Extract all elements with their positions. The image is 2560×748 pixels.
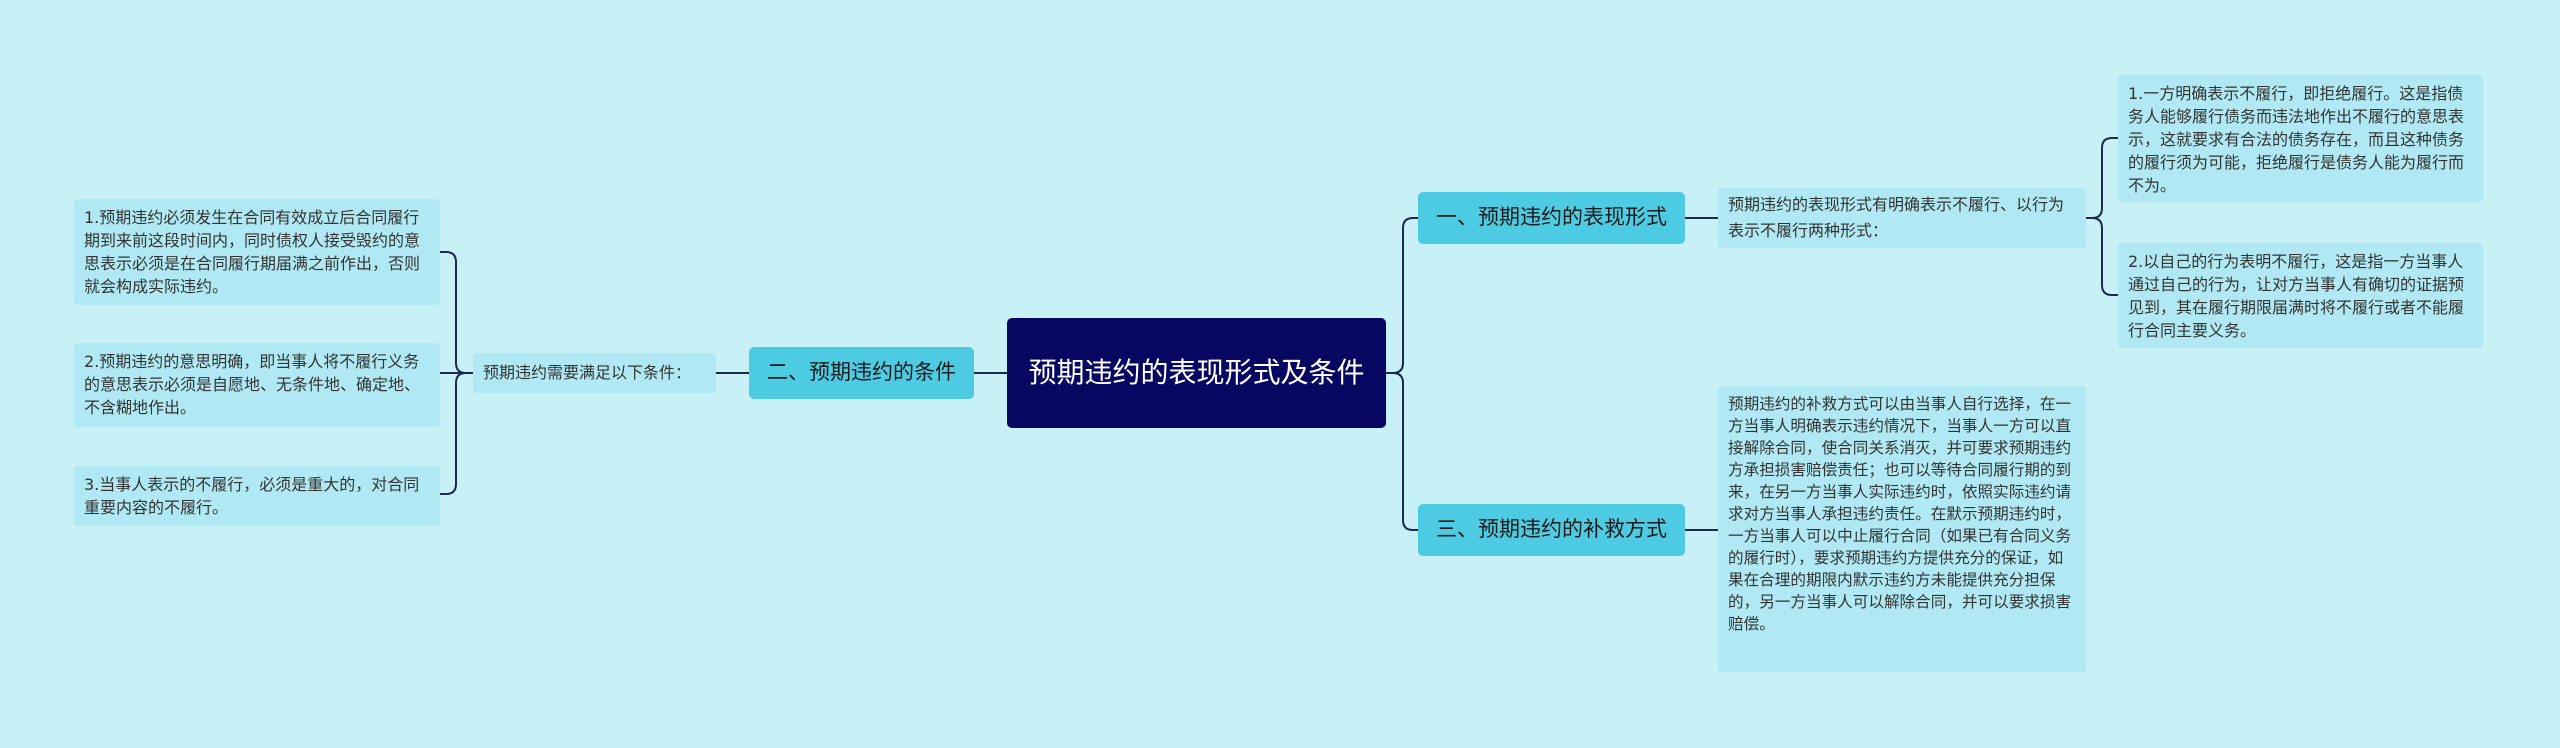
- condition-item-1[interactable]: 1.预期违约必须发生在合同有效成立后合同履行期到来前这段时间内，同时债权人接受毁…: [74, 199, 440, 305]
- branch-expression-forms-label: 一、预期违约的表现形式: [1436, 205, 1667, 229]
- expression-form-item-1-text: 1.一方明确表示不履行，即拒绝履行。这是指债务人能够履行债务而违法地作出不履行的…: [2128, 84, 2465, 195]
- condition-item-2-text: 2.预期违约的意思明确，即当事人将不履行义务的意思表示必须是自愿地、无条件地、确…: [84, 352, 421, 417]
- condition-item-3-text: 3.当事人表示的不履行，必须是重大的，对合同重要内容的不履行。: [84, 475, 420, 517]
- branch-conditions[interactable]: 二、预期违约的条件: [749, 347, 974, 399]
- branch-remedies[interactable]: 三、预期违约的补救方式: [1418, 504, 1685, 556]
- connector-root-b1: [1385, 217, 1419, 374]
- branch-expression-forms[interactable]: 一、预期违约的表现形式: [1418, 192, 1685, 244]
- connector-b1desc-leaf1: [2085, 137, 2119, 219]
- expression-form-item-2[interactable]: 2.以自己的行为表明不履行，这是指一方当事人通过自己的行为，让对方当事人有确切的…: [2118, 243, 2483, 348]
- condition-item-2[interactable]: 2.预期违约的意思明确，即当事人将不履行义务的意思表示必须是自愿地、无条件地、确…: [74, 343, 440, 427]
- branch-conditions-label: 二、预期违约的条件: [767, 360, 956, 384]
- connector-b2desc-leaf1: [439, 251, 474, 374]
- expression-form-item-1[interactable]: 1.一方明确表示不履行，即拒绝履行。这是指债务人能够履行债务而违法地作出不履行的…: [2118, 75, 2483, 202]
- conditions-description[interactable]: 预期违约需要满足以下条件：: [473, 353, 716, 393]
- condition-item-3[interactable]: 3.当事人表示的不履行，必须是重大的，对合同重要内容的不履行。: [74, 466, 440, 526]
- root-title: 预期违约的表现形式及条件: [1028, 356, 1365, 389]
- connector-b2desc-leaf3: [439, 372, 474, 495]
- expression-form-item-2-text: 2.以自己的行为表明不履行，这是指一方当事人通过自己的行为，让对方当事人有确切的…: [2128, 252, 2465, 340]
- root-topic[interactable]: 预期违约的表现形式及条件: [1007, 318, 1386, 428]
- connector-root-b3: [1385, 372, 1419, 531]
- remedies-description-text: 预期违约的补救方式可以由当事人自行选择，在一方当事人明确表示违约情况下，当事人一…: [1728, 395, 2072, 633]
- branch-remedies-label: 三、预期违约的补救方式: [1436, 517, 1667, 541]
- expression-forms-description-text: 预期违约的表现形式有明确表示不履行、以行为表示不履行两种形式：: [1728, 195, 2065, 240]
- condition-item-1-text: 1.预期违约必须发生在合同有效成立后合同履行期到来前这段时间内，同时债权人接受毁…: [84, 208, 421, 296]
- remedies-description[interactable]: 预期违约的补救方式可以由当事人自行选择，在一方当事人明确表示违约情况下，当事人一…: [1718, 386, 2086, 672]
- expression-forms-description[interactable]: 预期违约的表现形式有明确表示不履行、以行为表示不履行两种形式：: [1718, 188, 2086, 248]
- conditions-description-text: 预期违约需要满足以下条件：: [483, 363, 692, 382]
- connector-b1desc-leaf2: [2085, 217, 2119, 296]
